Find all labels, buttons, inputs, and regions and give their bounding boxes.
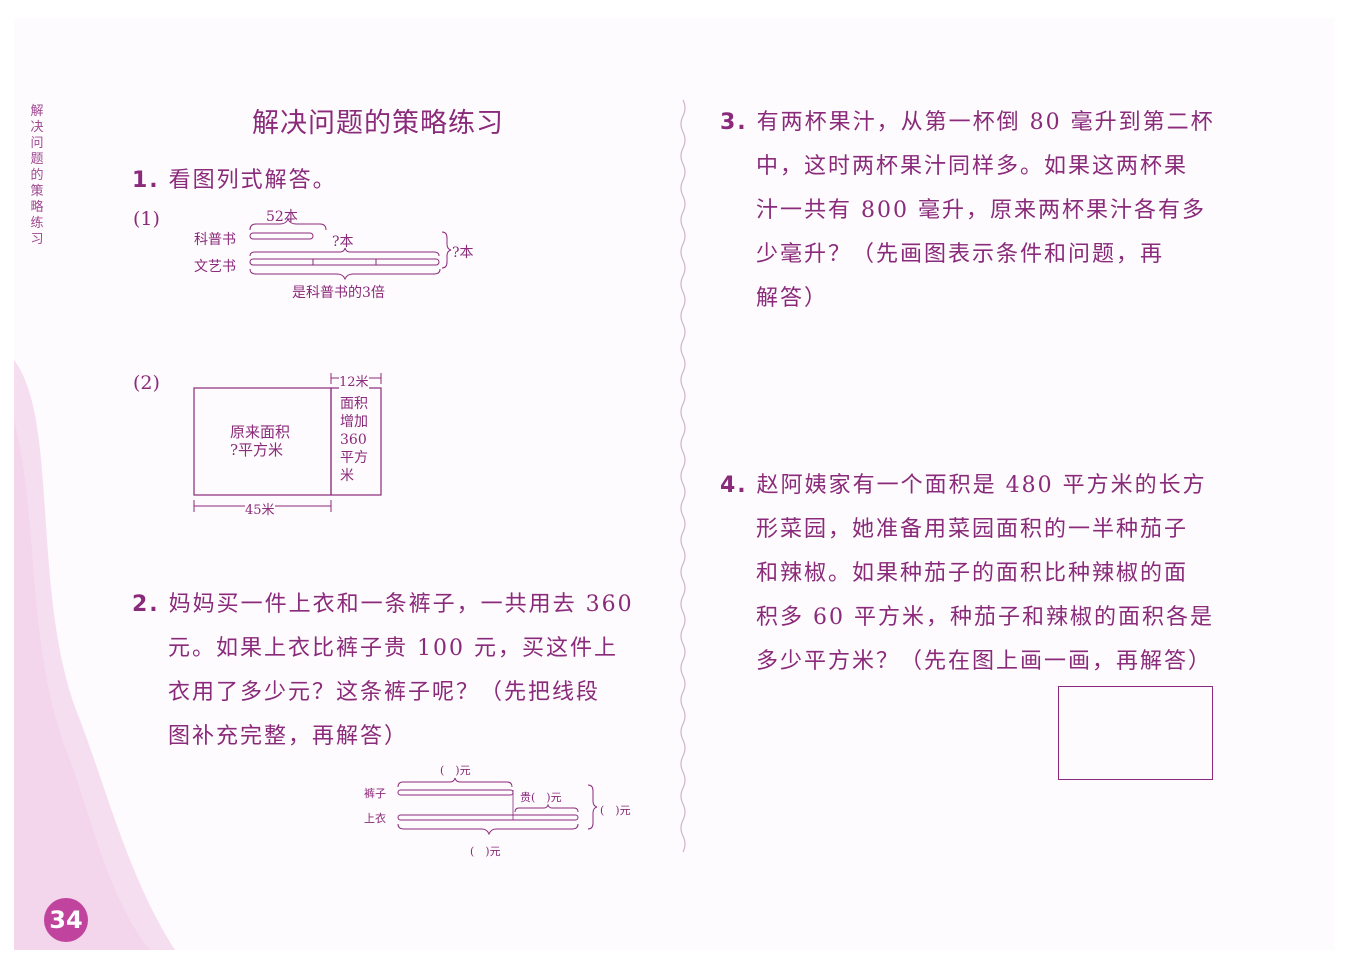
q1-part2-label: (2) xyxy=(133,372,160,394)
q3-number: 3. xyxy=(720,110,748,135)
q2-more-label: 贵( )元 xyxy=(520,791,562,804)
side-section-label: 解决问题的策略练习 xyxy=(28,104,46,248)
side-label-char: 策 xyxy=(30,184,44,199)
side-label-char: 题 xyxy=(30,152,44,167)
q2-line-4: 图补充完整，再解答） xyxy=(168,724,409,749)
q2-brace-more xyxy=(514,803,579,813)
q4-line-3: 和辣椒。如果种茄子的面积比种辣椒的面 xyxy=(756,561,1189,586)
orig-line: ?平方米 xyxy=(230,441,284,459)
workbook-page xyxy=(14,18,1334,950)
q3-line-5: 解答） xyxy=(756,286,829,311)
q2-pants-label: 裤子 xyxy=(364,787,386,800)
bar-science xyxy=(249,232,314,240)
q1-p1-question-mid: ?本 xyxy=(332,234,354,250)
q2-text: 妈妈买一件上衣和一条裤子，一共用去 360 xyxy=(168,592,634,617)
q3-line-2: 中，这时两杯果汁同样多。如果这两杯果 xyxy=(756,154,1189,179)
orig-line: 原来面积 xyxy=(230,423,291,441)
q1-p2-width-12: 12米 xyxy=(339,371,369,390)
q2-coat-label: 上衣 xyxy=(364,812,386,825)
inc-line: 360 xyxy=(340,432,367,448)
q1-p1-row-science: 科普书 xyxy=(194,232,236,248)
brace-52 xyxy=(249,217,327,231)
inc-line: 平方 xyxy=(340,450,368,466)
side-label-char: 略 xyxy=(30,200,44,215)
brace-mid xyxy=(249,247,440,257)
side-label-char: 练 xyxy=(30,216,44,231)
q2-number: 2. xyxy=(132,592,160,617)
page-number-badge: 34 xyxy=(44,898,88,942)
q3-text: 有两杯果汁，从第一杯倒 80 毫升到第二杯 xyxy=(756,110,1215,135)
q2-brace-bottom xyxy=(397,823,579,836)
q3-line-3: 汁一共有 800 毫升，原来两杯果汁各有多 xyxy=(756,198,1206,223)
q4-line-5: 多少平方米？（先在图上画一画，再解答） xyxy=(756,649,1213,674)
side-label-char: 的 xyxy=(30,168,44,183)
q1-p2-increase-text: 面积 增加 360 平方 米 xyxy=(340,395,368,485)
q2-top-blank: ( )元 xyxy=(440,764,471,777)
page-title: 解决问题的策略练习 xyxy=(252,108,504,139)
q1-text: 看图列式解答。 xyxy=(168,168,337,193)
q4-line-2: 形菜园，她准备用菜园面积的一半种茄子 xyxy=(756,517,1189,542)
q2-line-2: 元。如果上衣比裤子贵 100 元，买这件上 xyxy=(168,636,618,661)
q3-line-1: 3. 有两杯果汁，从第一杯倒 80 毫升到第二杯 xyxy=(720,104,1215,136)
q2-total-blank: ( )元 xyxy=(600,804,631,817)
q1-p1-row-literature: 文艺书 xyxy=(194,259,236,275)
q1-p1-note: 是科普书的3倍 xyxy=(292,285,385,301)
inc-line: 米 xyxy=(340,468,354,484)
brace-bottom xyxy=(249,268,441,281)
q2-bottom-blank: ( )元 xyxy=(470,845,501,858)
q1-number: 1. xyxy=(132,168,160,193)
q2-line-3: 衣用了多少元？这条裤子呢？（先把线段 xyxy=(168,680,601,705)
inc-line: 面积 xyxy=(340,396,368,412)
q3-line-4: 少毫升？（先画图表示条件和问题，再 xyxy=(756,242,1165,267)
q2-brace-top xyxy=(397,777,513,788)
q1-p2-original-text: 原来面积 ?平方米 xyxy=(230,423,290,459)
q2-brace-total xyxy=(587,784,598,830)
q4-number: 4. xyxy=(720,473,748,498)
brace-total xyxy=(441,231,452,269)
side-label-char: 问 xyxy=(30,136,44,151)
q1-p2-width-45: 45米 xyxy=(245,499,275,518)
q4-text: 赵阿姨家有一个面积是 480 平方米的长方 xyxy=(756,473,1207,498)
side-label-char: 解 xyxy=(30,104,44,119)
side-label-char: 习 xyxy=(30,232,44,247)
q4-line-4: 积多 60 平方米，种茄子和辣椒的面积各是 xyxy=(756,605,1214,630)
q2-line-1: 2. 妈妈买一件上衣和一条裤子，一共用去 360 xyxy=(132,586,634,618)
q4-garden-rectangle[interactable] xyxy=(1058,686,1213,780)
q1-p1-52-label: 52本 xyxy=(266,209,298,225)
q1-p1-question-total: ?本 xyxy=(452,245,474,261)
bar-literature xyxy=(249,258,440,266)
q2-bar-pants xyxy=(397,789,514,796)
q4-line-1: 4. 赵阿姨家有一个面积是 480 平方米的长方 xyxy=(720,467,1207,499)
side-label-char: 决 xyxy=(30,120,44,135)
inc-line: 增加 xyxy=(340,414,368,430)
q1-header: 1. 看图列式解答。 xyxy=(132,162,337,194)
q1-part1-label: (1) xyxy=(133,208,160,230)
q2-bar-coat xyxy=(397,814,579,821)
